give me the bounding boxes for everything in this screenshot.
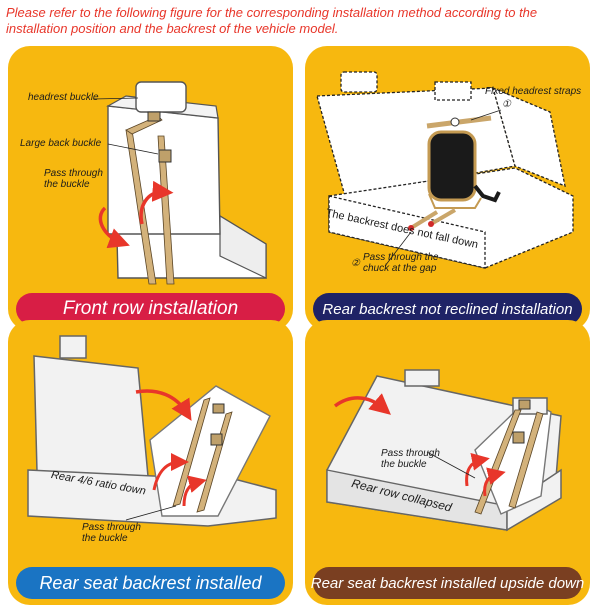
front-row-panel: headrest buckle Large back buckle Pass t… (8, 46, 293, 331)
headrest-right (434, 81, 472, 101)
upside-down-title: Rear seat backrest installed upside down (311, 567, 584, 599)
pass-through-buckle-label: Pass through the buckle (44, 168, 103, 190)
large-back-buckle (158, 149, 172, 163)
rear-backrest-panel: Rear 4/6 ratio down Pass through the buc… (8, 320, 293, 605)
rear-not-reclined-title: Rear backrest not reclined installation (313, 293, 582, 325)
bench-headrest (59, 335, 87, 359)
instruction-header: Please refer to the following figure for… (6, 5, 538, 36)
pass-through-chuck-label: Pass through the chuck at the gap (363, 252, 439, 274)
front-row-illustration (92, 81, 267, 285)
upside-down-illustration (326, 369, 562, 532)
pass-arrow-right (483, 467, 506, 497)
pass-through-buckle-label: Pass through the buckle (82, 522, 141, 544)
large-back-buckle-label: Large back buckle (20, 138, 102, 149)
rear-not-reclined-panel: Fixed headrest straps ① The backrest doe… (305, 46, 590, 331)
strap-right (157, 135, 175, 285)
fixed-headrest-straps-label: Fixed headrest straps (485, 86, 582, 97)
rear-backrest-title: Rear seat backrest installed (16, 567, 285, 599)
pass-arrow-right (139, 180, 174, 225)
pass-arrow-left (465, 452, 490, 487)
headrest-bolster (404, 369, 440, 387)
front-row-title: Front row installation (16, 293, 285, 325)
fold-arrow (333, 393, 391, 415)
headrest-left (340, 71, 378, 93)
rear-backrest-illustration (27, 335, 277, 527)
headrest (135, 81, 187, 113)
pass-arrow-left (98, 206, 130, 249)
pass-through-buckle-label: Pass through the buckle (381, 448, 440, 470)
seat-cover (427, 130, 477, 202)
rear-not-reclined-illustration (316, 71, 574, 269)
step-one-marker: ① (502, 99, 511, 110)
headrest-buckle (147, 111, 161, 122)
headrest-buckle-label: headrest buckle (28, 92, 99, 103)
pass-arrow-left (152, 453, 189, 491)
fold-arrow (135, 389, 192, 421)
upside-down-panel: Pass through the buckle Rear row collaps… (305, 320, 590, 605)
step-two-marker: ② (351, 258, 360, 269)
pass-arrow-right (182, 475, 207, 507)
